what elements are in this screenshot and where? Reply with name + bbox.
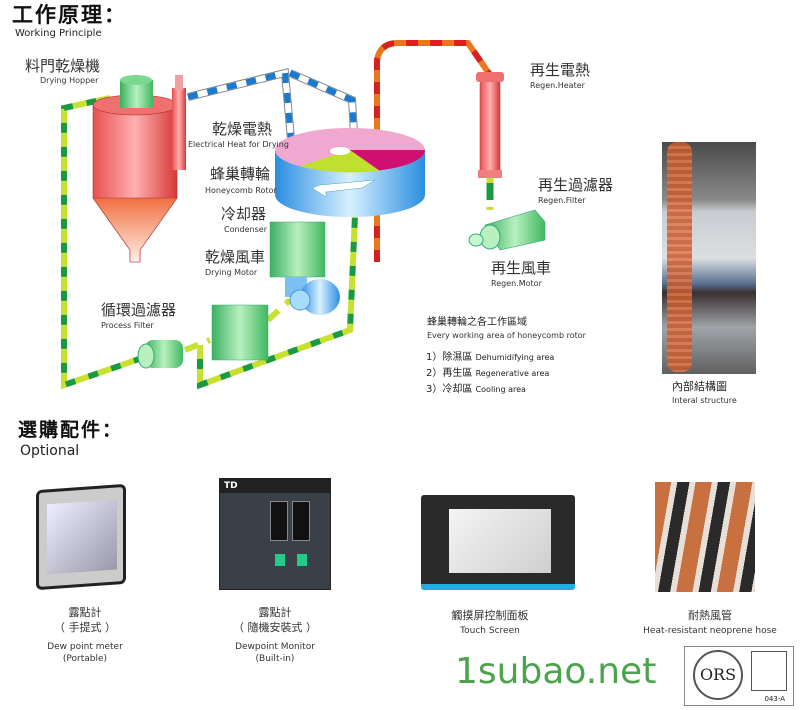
interior-label: 內部結構圖 bbox=[672, 380, 727, 393]
filter-label-en: Process Filter bbox=[101, 321, 154, 330]
watermark: 1subao.net bbox=[455, 651, 657, 692]
heat-label: 乾燥電熱 bbox=[212, 120, 273, 138]
dew-point-meter-photo bbox=[36, 483, 126, 591]
cert-seal: ORS bbox=[693, 650, 743, 700]
rotor-label-en: Honeycomb Rotor bbox=[205, 186, 277, 195]
hose-photo bbox=[655, 482, 755, 592]
regen-motor bbox=[468, 209, 546, 251]
panel-brand: TD bbox=[220, 479, 330, 493]
area-item: 1）除濕區 Dehumidifying area bbox=[426, 352, 555, 363]
cert-code: 043-A bbox=[764, 695, 785, 703]
process-air-pipe bbox=[61, 95, 358, 390]
hopper-label-en: Drying Hopper bbox=[40, 76, 99, 85]
interior-label-en: Interal structure bbox=[672, 396, 737, 405]
areas-title: 蜂巢轉輪之各工作區域 bbox=[427, 317, 527, 328]
drying-hopper bbox=[92, 75, 186, 263]
area-item: 2）再生區 Regenerative area bbox=[426, 368, 550, 379]
motor-label-en: Drying Motor bbox=[205, 268, 258, 277]
rotor-label: 蜂巢轉輪 bbox=[210, 165, 271, 183]
condenser bbox=[269, 221, 326, 278]
condenser-label-en: Condenser bbox=[224, 225, 267, 234]
areas-title-en: Every working area of honeycomb rotor bbox=[427, 331, 586, 340]
motor-label: 乾燥風車 bbox=[205, 248, 266, 266]
interior-structure-photo bbox=[662, 142, 756, 374]
section-subtitle-optional: Optional bbox=[20, 443, 80, 459]
regen-filter-label-en: Regen.Filter bbox=[538, 196, 586, 205]
honeycomb-rotor bbox=[275, 128, 426, 217]
process-filter bbox=[137, 340, 183, 369]
dewpoint-monitor-photo: TD bbox=[219, 478, 331, 590]
caption-dewpoint-monitor: 露點計（ 隨機安裝式 ） Dewpoint Monitor(Built-in) bbox=[233, 606, 317, 664]
heat-label-en: Electrical Heat for Drying bbox=[188, 140, 289, 149]
process-air-pipe-stripes bbox=[61, 95, 358, 390]
regen-heater-label: 再生電熱 bbox=[530, 61, 591, 79]
filter-label: 循環過濾器 bbox=[101, 301, 177, 319]
touch-screen-photo bbox=[421, 495, 575, 590]
certification-logo: ORS 043-A bbox=[684, 646, 794, 706]
process-filter-box bbox=[211, 304, 269, 361]
hopper-label: 料門乾燥機 bbox=[25, 57, 101, 75]
section-title-optional: 選購配件： bbox=[18, 419, 124, 441]
regen-heater-label-en: Regen.Heater bbox=[530, 81, 585, 90]
regen-motor-label-en: Regen.Motor bbox=[491, 279, 542, 288]
regen-motor-label: 再生風車 bbox=[491, 259, 552, 277]
regen-heater bbox=[476, 72, 504, 178]
caption-dew-point-meter: 露點計（ 手提式 ） Dew point meter(Portable) bbox=[47, 606, 123, 664]
regen-filter-label: 再生過濾器 bbox=[538, 176, 614, 194]
section-subtitle-working: Working Principle bbox=[15, 28, 102, 39]
areas-list: 1）除濕區 Dehumidifying area 2）再生區 Regenerat… bbox=[426, 350, 554, 398]
drying-motor bbox=[285, 277, 340, 315]
rotation-arrow-icon bbox=[311, 179, 376, 198]
area-item: 3）冷却區 Cooling area bbox=[426, 384, 526, 395]
condenser-label: 冷却器 bbox=[221, 205, 267, 223]
section-title-working: 工作原理： bbox=[12, 3, 127, 27]
